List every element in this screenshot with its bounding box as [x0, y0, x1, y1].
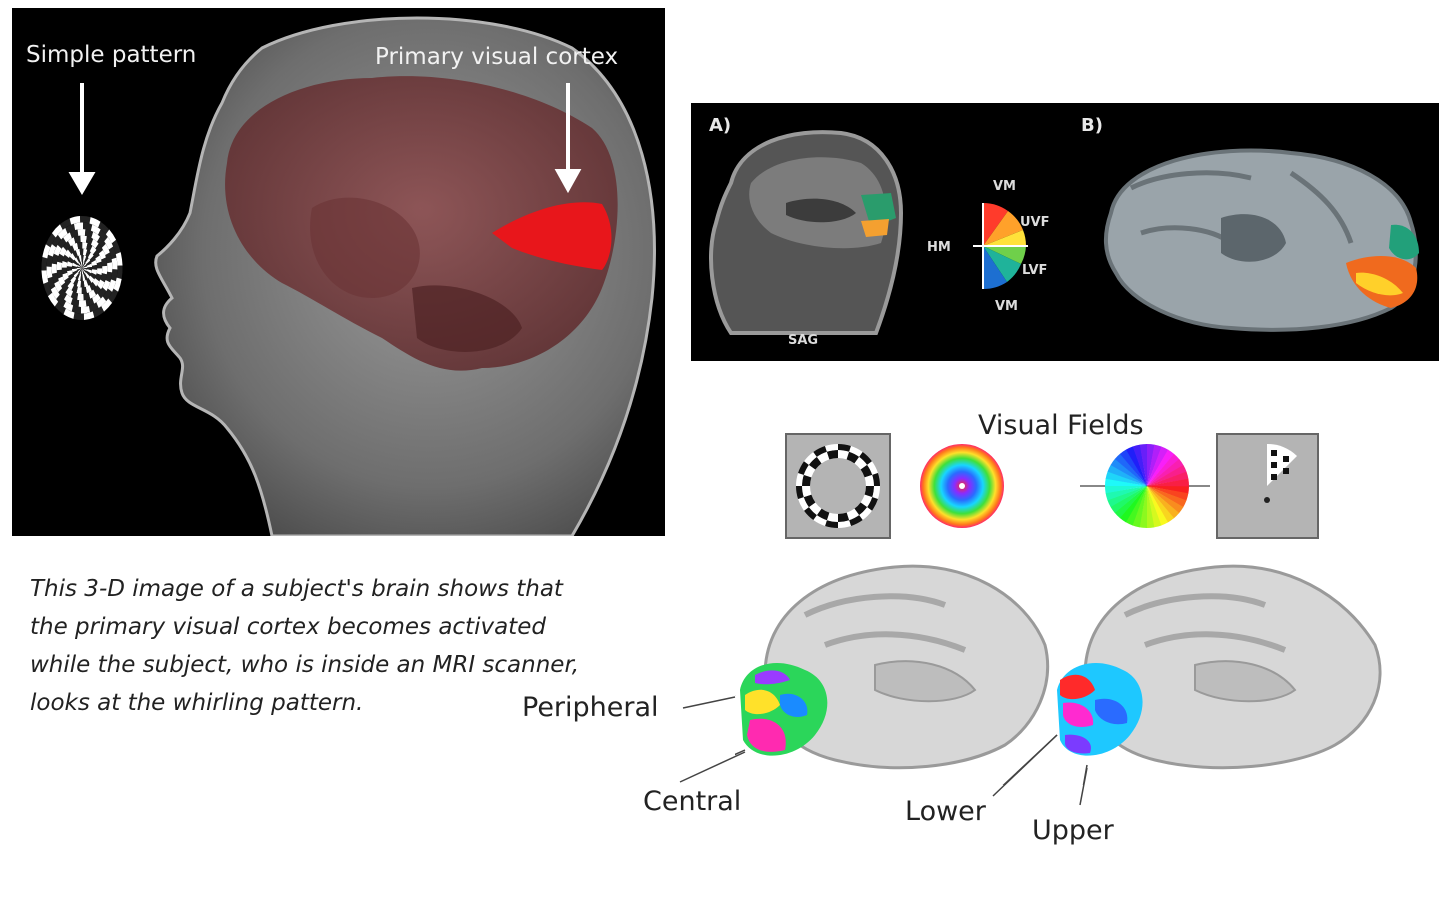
label-hm: HM	[927, 240, 951, 255]
visual-field-stimuli	[785, 433, 1319, 539]
label-vm-bottom: VM	[995, 299, 1018, 314]
brain-overlay	[225, 76, 618, 371]
caption-line: looks at the whirling pattern.	[30, 690, 364, 716]
caption-line: while the subject, who is inside an MRI …	[30, 652, 580, 678]
arrow-to-pattern	[68, 83, 96, 195]
label-upper: Upper	[1032, 815, 1114, 846]
label-sag: SAG	[788, 333, 819, 348]
label-peripheral: Peripheral	[522, 692, 659, 723]
retinotopy-panel: A) B) SAG VM UVF HM LVF VM	[691, 103, 1439, 361]
flat-brain-maps	[735, 564, 1382, 785]
label-lvf: LVF	[1022, 263, 1048, 278]
caption-line: This 3-D image of a subject's brain show…	[30, 576, 563, 602]
label-simple-pattern: Simple pattern	[26, 42, 197, 68]
label-lower: Lower	[905, 796, 986, 827]
label-a: A)	[709, 115, 732, 136]
retinotopic-map-polar	[1057, 662, 1143, 756]
polar-angle-colormap	[1104, 443, 1190, 529]
arrow-to-cortex	[554, 83, 582, 194]
label-primary-visual-cortex: Primary visual cortex	[375, 44, 619, 70]
figure-caption: This 3-D image of a subject's brain show…	[30, 570, 650, 722]
label-vm-top: VM	[993, 179, 1016, 194]
primary-visual-cortex-highlight	[492, 202, 612, 270]
head-mri-panel: Simple pattern Primary visual cortex	[12, 8, 665, 536]
label-b: B)	[1081, 115, 1103, 136]
visual-field-wedge	[973, 203, 1028, 290]
label-central: Central	[643, 786, 742, 817]
visual-fields-title: Visual Fields	[978, 410, 1144, 441]
label-uvf: UVF	[1020, 215, 1050, 230]
caption-line: the primary visual cortex becomes activa…	[30, 614, 546, 640]
retinotopy-illustration	[709, 130, 1419, 335]
checkerboard-pattern	[41, 215, 123, 321]
retinotopic-map-eccentricity	[740, 662, 828, 756]
head-illustration	[41, 16, 656, 536]
